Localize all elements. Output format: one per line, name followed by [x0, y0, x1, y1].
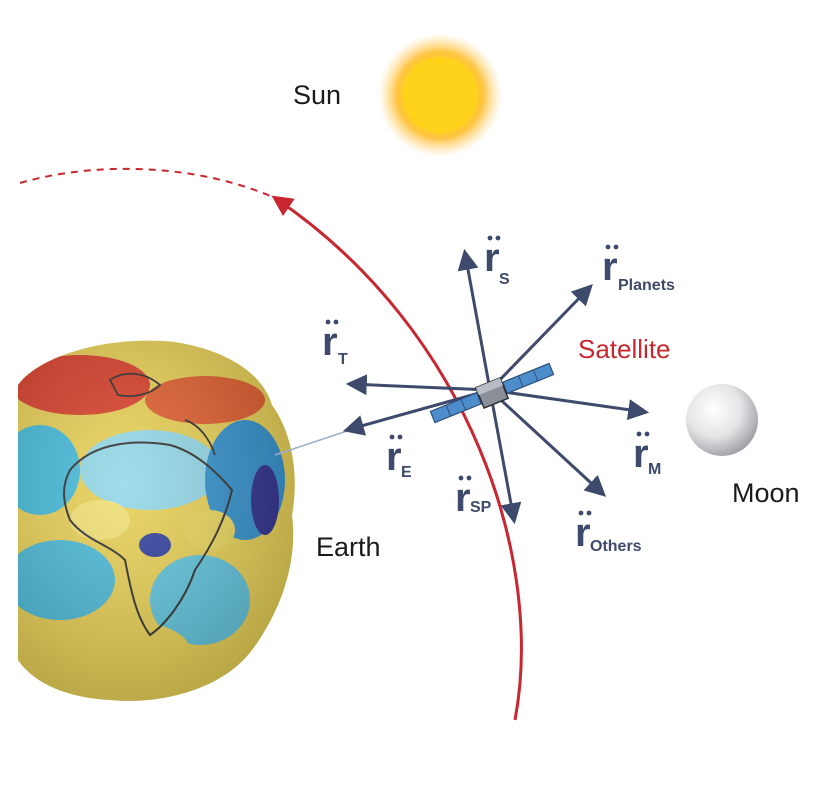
vector-subscript-others: Others — [590, 538, 642, 555]
vector-symbol: r — [386, 435, 402, 479]
earth-icon — [18, 340, 295, 701]
satellite-label: Satellite — [578, 334, 671, 364]
vector-arrow-planets — [488, 283, 593, 392]
vector-symbol: r — [575, 511, 591, 555]
sun-label: Sun — [293, 80, 341, 110]
vector-label-s: r S — [484, 235, 510, 288]
vector-arrow-t — [345, 374, 491, 396]
vector-symbol: r — [602, 245, 618, 289]
vector-arrow-sp — [488, 389, 522, 525]
vector-label-e: r E — [386, 434, 412, 481]
vector-label-sp: r SP — [455, 475, 492, 520]
vector-subscript-e: E — [401, 464, 412, 481]
moon-label: Moon — [732, 478, 800, 508]
vector-label-t: r T — [322, 319, 348, 368]
satellite-orbit — [19, 167, 523, 721]
vector-symbol: r — [322, 320, 338, 364]
vector-subscript-sp: SP — [470, 499, 492, 516]
vector-arrow-s — [457, 248, 492, 391]
vector-subscript-s: S — [499, 271, 510, 288]
vector-subscript-t: T — [338, 351, 348, 368]
vector-subscript-planets: Planets — [618, 277, 675, 294]
vector-symbol: r — [484, 236, 500, 280]
satellite-icon — [429, 362, 555, 424]
vector-label-planets: r Planets — [602, 244, 675, 294]
earth-label: Earth — [316, 532, 381, 562]
vector-arrow-others — [488, 388, 607, 497]
sun-icon — [378, 33, 502, 157]
moon-icon — [686, 384, 758, 456]
vector-symbol: r — [455, 476, 471, 520]
vector-symbol: r — [633, 432, 649, 476]
vector-label-m: r M — [633, 431, 661, 478]
earth-satellite-line — [274, 429, 351, 456]
vector-arrow-m — [489, 388, 650, 421]
vector-label-others: r Others — [575, 510, 642, 555]
vector-subscript-m: M — [648, 461, 661, 478]
